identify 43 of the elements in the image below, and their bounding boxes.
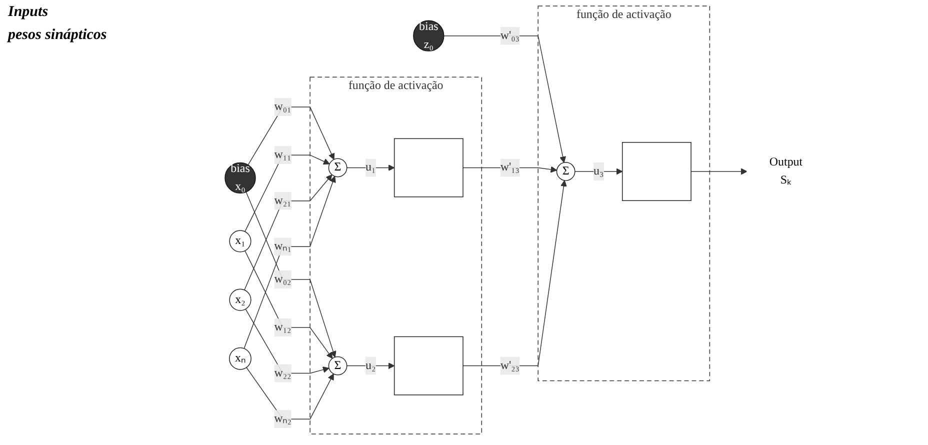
node-box	[394, 138, 464, 198]
arrow	[245, 308, 330, 374]
node-circle: bias x₀	[224, 162, 256, 194]
arrow	[346, 362, 395, 370]
edge-label: wₙ₂	[274, 412, 292, 426]
edge-label: u₂	[366, 359, 376, 372]
edge-label: w'₂₃	[500, 359, 520, 372]
node-circle: Σ	[328, 158, 348, 178]
note-label: Inputs	[8, 4, 50, 21]
node-circle: x₂	[229, 288, 252, 311]
edge-label: w₂₁	[274, 194, 292, 207]
edge-label: w₀₂	[274, 272, 292, 286]
arrow	[244, 176, 336, 349]
arrow	[346, 164, 395, 172]
node-box	[622, 142, 692, 201]
arrow	[462, 166, 558, 173]
node-circle: x₁	[229, 230, 252, 252]
edge-label: u₁	[366, 161, 376, 174]
edge-label: w₀₁	[274, 100, 292, 114]
node-circle: xₙ	[229, 347, 252, 370]
arrow	[246, 367, 334, 420]
edge-label: w₁₁	[274, 148, 292, 162]
arrow	[444, 35, 566, 163]
arrow	[248, 106, 335, 166]
arrow	[462, 180, 567, 366]
edge-label: w'₁₃	[500, 161, 520, 174]
arrow	[244, 250, 333, 359]
edge-label: w'₀₃	[500, 29, 520, 42]
node-circle: Σ	[328, 356, 348, 376]
node-circle: bias z₀	[413, 20, 444, 52]
edge-label: wₙ₁	[274, 240, 292, 253]
note-label: pesos sinápticos	[8, 27, 107, 44]
node-box	[394, 336, 464, 396]
edge-label: u₃	[594, 164, 604, 178]
edge-label: w₂₂	[274, 366, 292, 380]
arrow	[244, 154, 330, 232]
arrow	[244, 174, 332, 290]
node-circle: Σ	[556, 162, 576, 181]
edge-label: w₁₂	[274, 320, 292, 334]
arrow	[574, 168, 623, 175]
arrow	[690, 168, 748, 175]
arrow	[246, 192, 336, 358]
node-text: Output Sₖ	[769, 156, 803, 186]
